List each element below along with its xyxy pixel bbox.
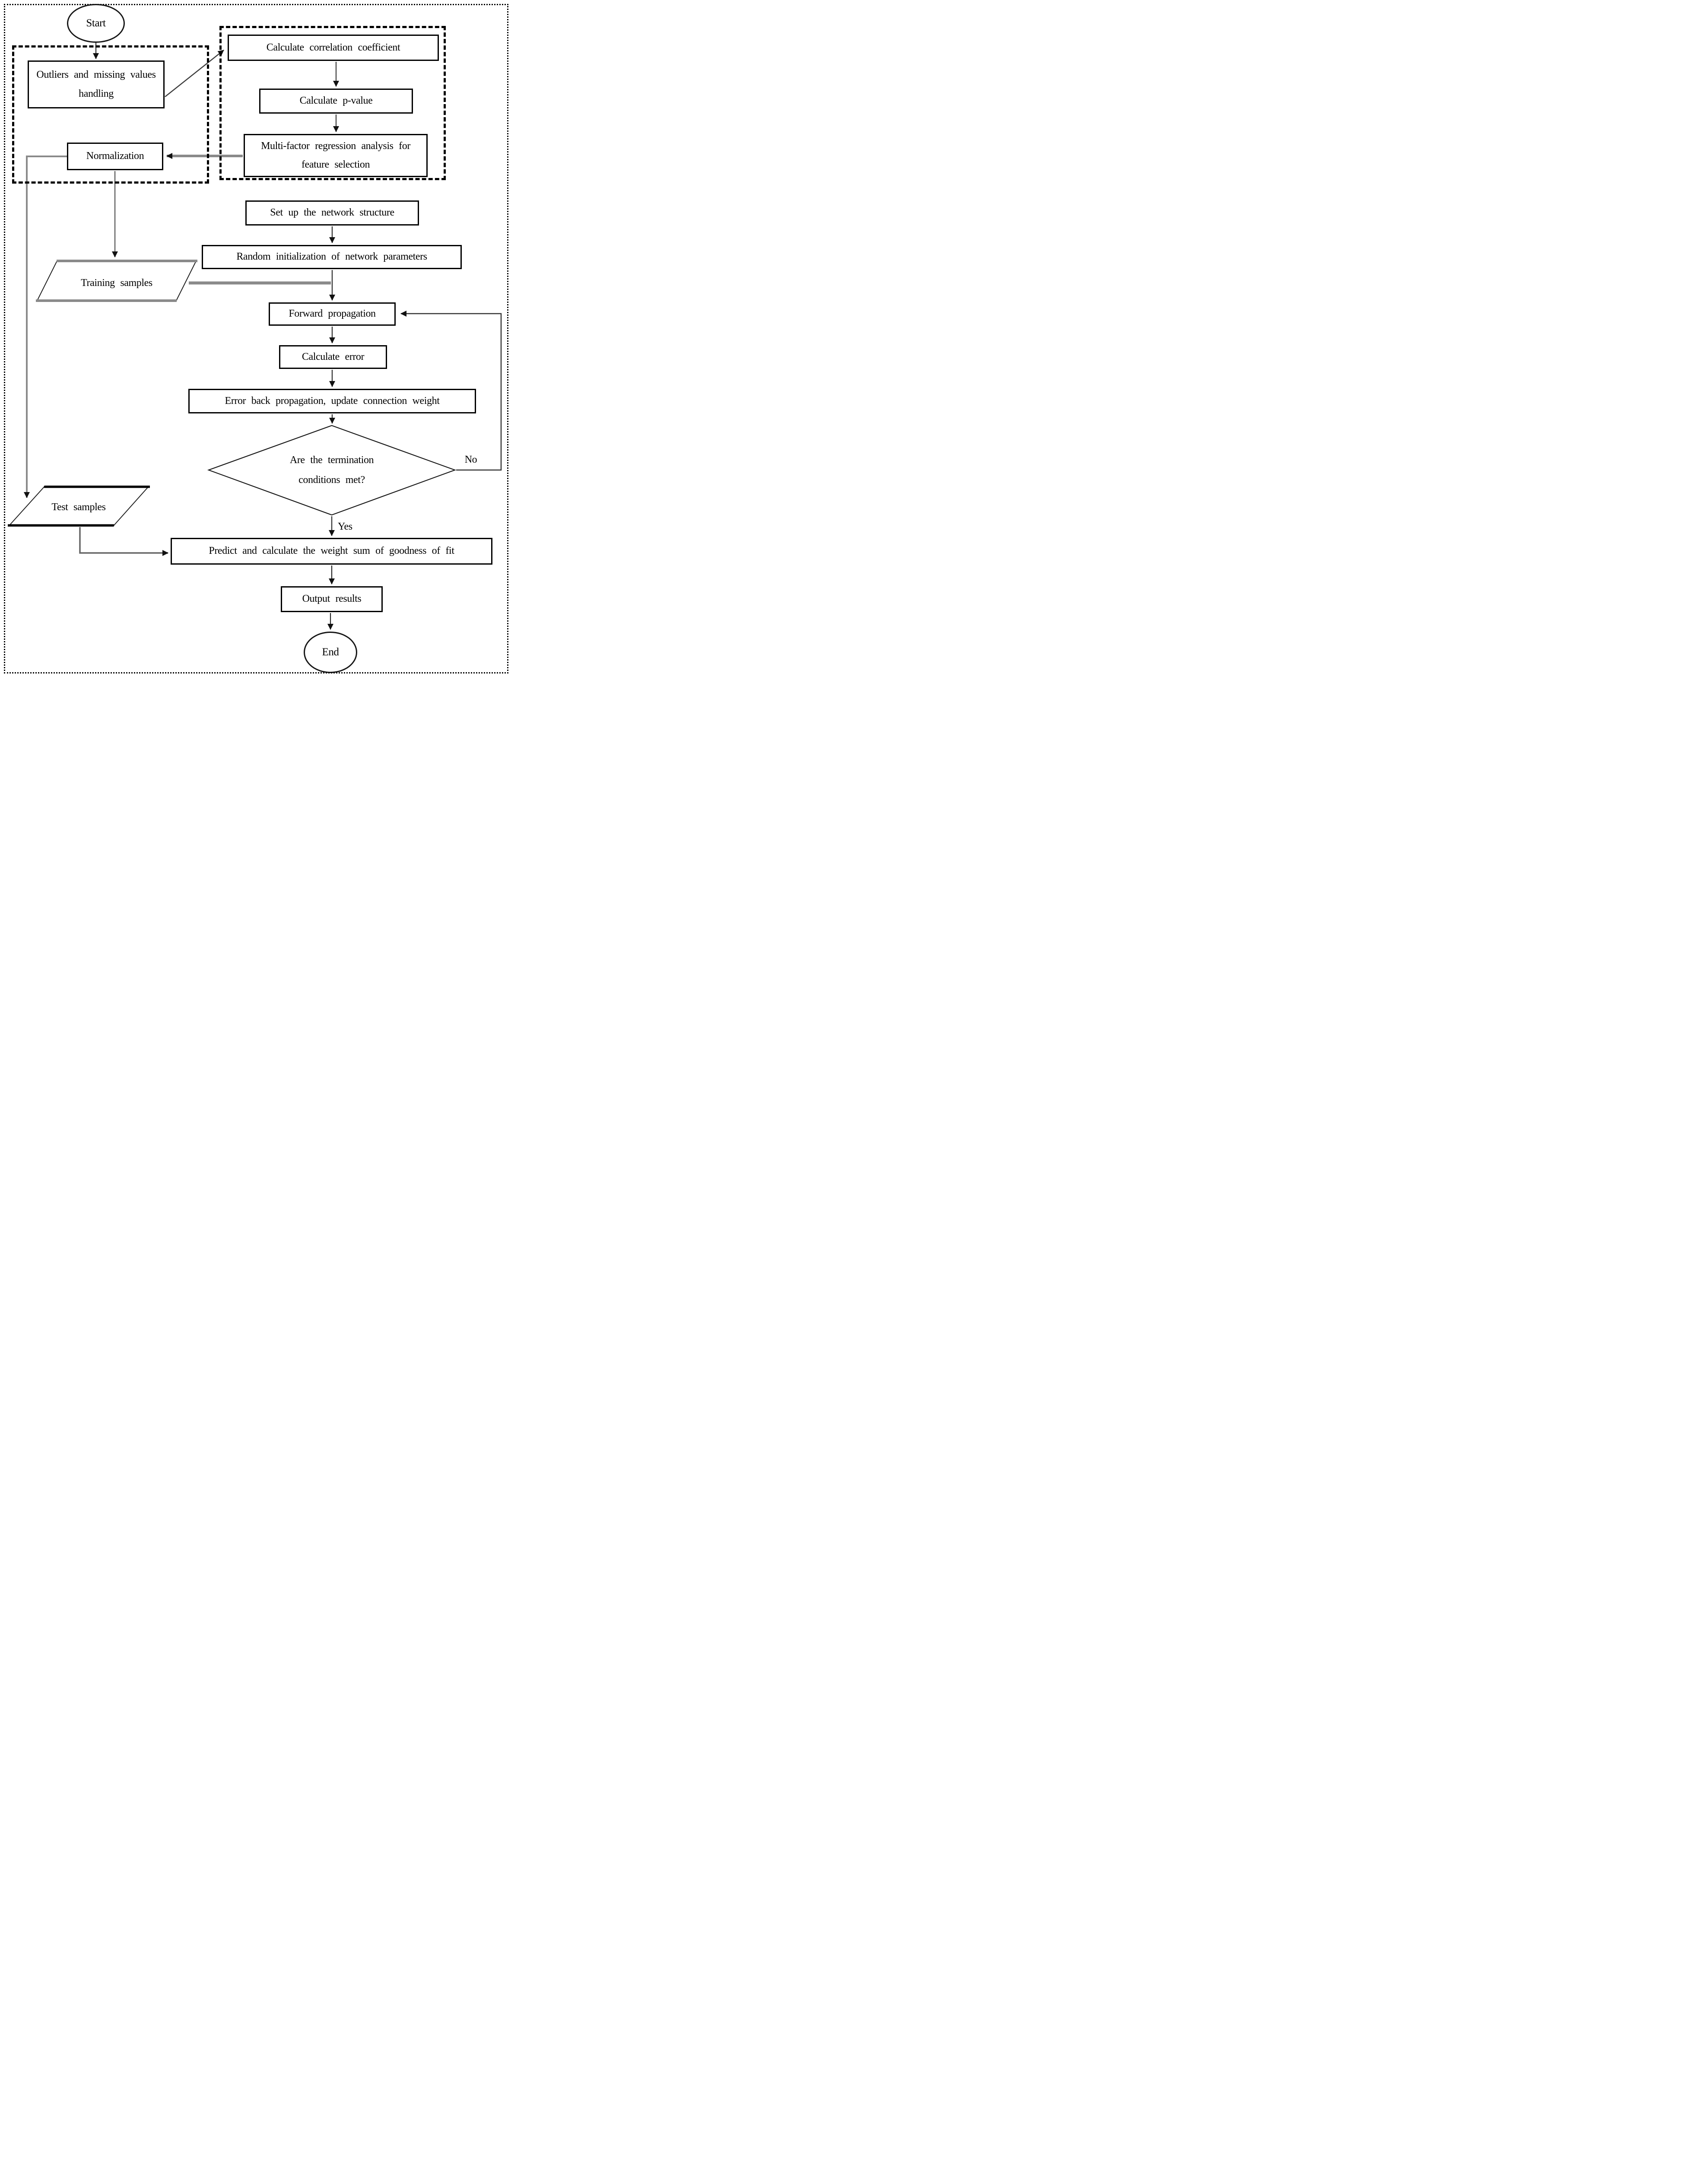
random-init-box: Random initialization of network paramet… — [202, 245, 462, 269]
multifactor-label: Multi-factor regression analysis for fea… — [261, 140, 410, 170]
page-dotted-border — [4, 4, 508, 673]
random-init-label: Random initialization of network paramet… — [236, 251, 427, 263]
normalization-label: Normalization — [86, 150, 144, 162]
correlation-box: Calculate correlation coefficient — [228, 35, 439, 61]
error-backprop-box: Error back propagation, update connectio… — [188, 389, 476, 413]
forward-propagation-box: Forward propagation — [269, 302, 396, 326]
start-label: Start — [86, 17, 106, 29]
training-samples-label: Training samples — [81, 277, 152, 289]
decision-label: Are the termination conditions met? — [289, 454, 374, 486]
predict-label: Predict and calculate the weight sum of … — [209, 545, 454, 557]
output-results-label: Output results — [302, 593, 362, 605]
error-backprop-label: Error back propagation, update connectio… — [225, 395, 440, 407]
test-samples-shape — [7, 486, 150, 527]
output-results-box: Output results — [281, 586, 383, 612]
forward-propagation-label: Forward propagation — [289, 308, 376, 320]
calculate-error-label: Calculate error — [302, 351, 365, 362]
pvalue-label: Calculate p-value — [299, 95, 373, 107]
multifactor-box: Multi-factor regression analysis for fea… — [244, 134, 428, 177]
edge-label-yes: Yes — [338, 521, 352, 532]
pvalue-box: Calculate p-value — [259, 89, 413, 114]
test-samples-label: Test samples — [51, 502, 106, 513]
correlation-label: Calculate correlation coefficient — [266, 41, 400, 53]
feature-selection-group-box — [219, 26, 446, 180]
setup-network-box: Set up the network structure — [245, 200, 419, 226]
flowchart-connectors — [7, 43, 502, 630]
outliers-box: Outliers and missing values handling — [28, 60, 165, 108]
end-label: End — [322, 646, 339, 658]
preprocessing-group-box — [12, 45, 209, 184]
edge-label-no: No — [464, 454, 477, 465]
training-samples-shape — [36, 260, 197, 302]
normalization-box: Normalization — [67, 143, 163, 170]
outliers-label: Outliers and missing values handling — [36, 69, 156, 99]
end-terminator: End — [304, 632, 357, 673]
predict-box: Predict and calculate the weight sum of … — [171, 538, 492, 565]
setup-network-label: Set up the network structure — [270, 207, 394, 219]
decision-diamond-shape — [207, 425, 457, 516]
calculate-error-box: Calculate error — [279, 345, 387, 369]
start-terminator: Start — [67, 4, 125, 43]
connector-lines — [24, 43, 502, 630]
